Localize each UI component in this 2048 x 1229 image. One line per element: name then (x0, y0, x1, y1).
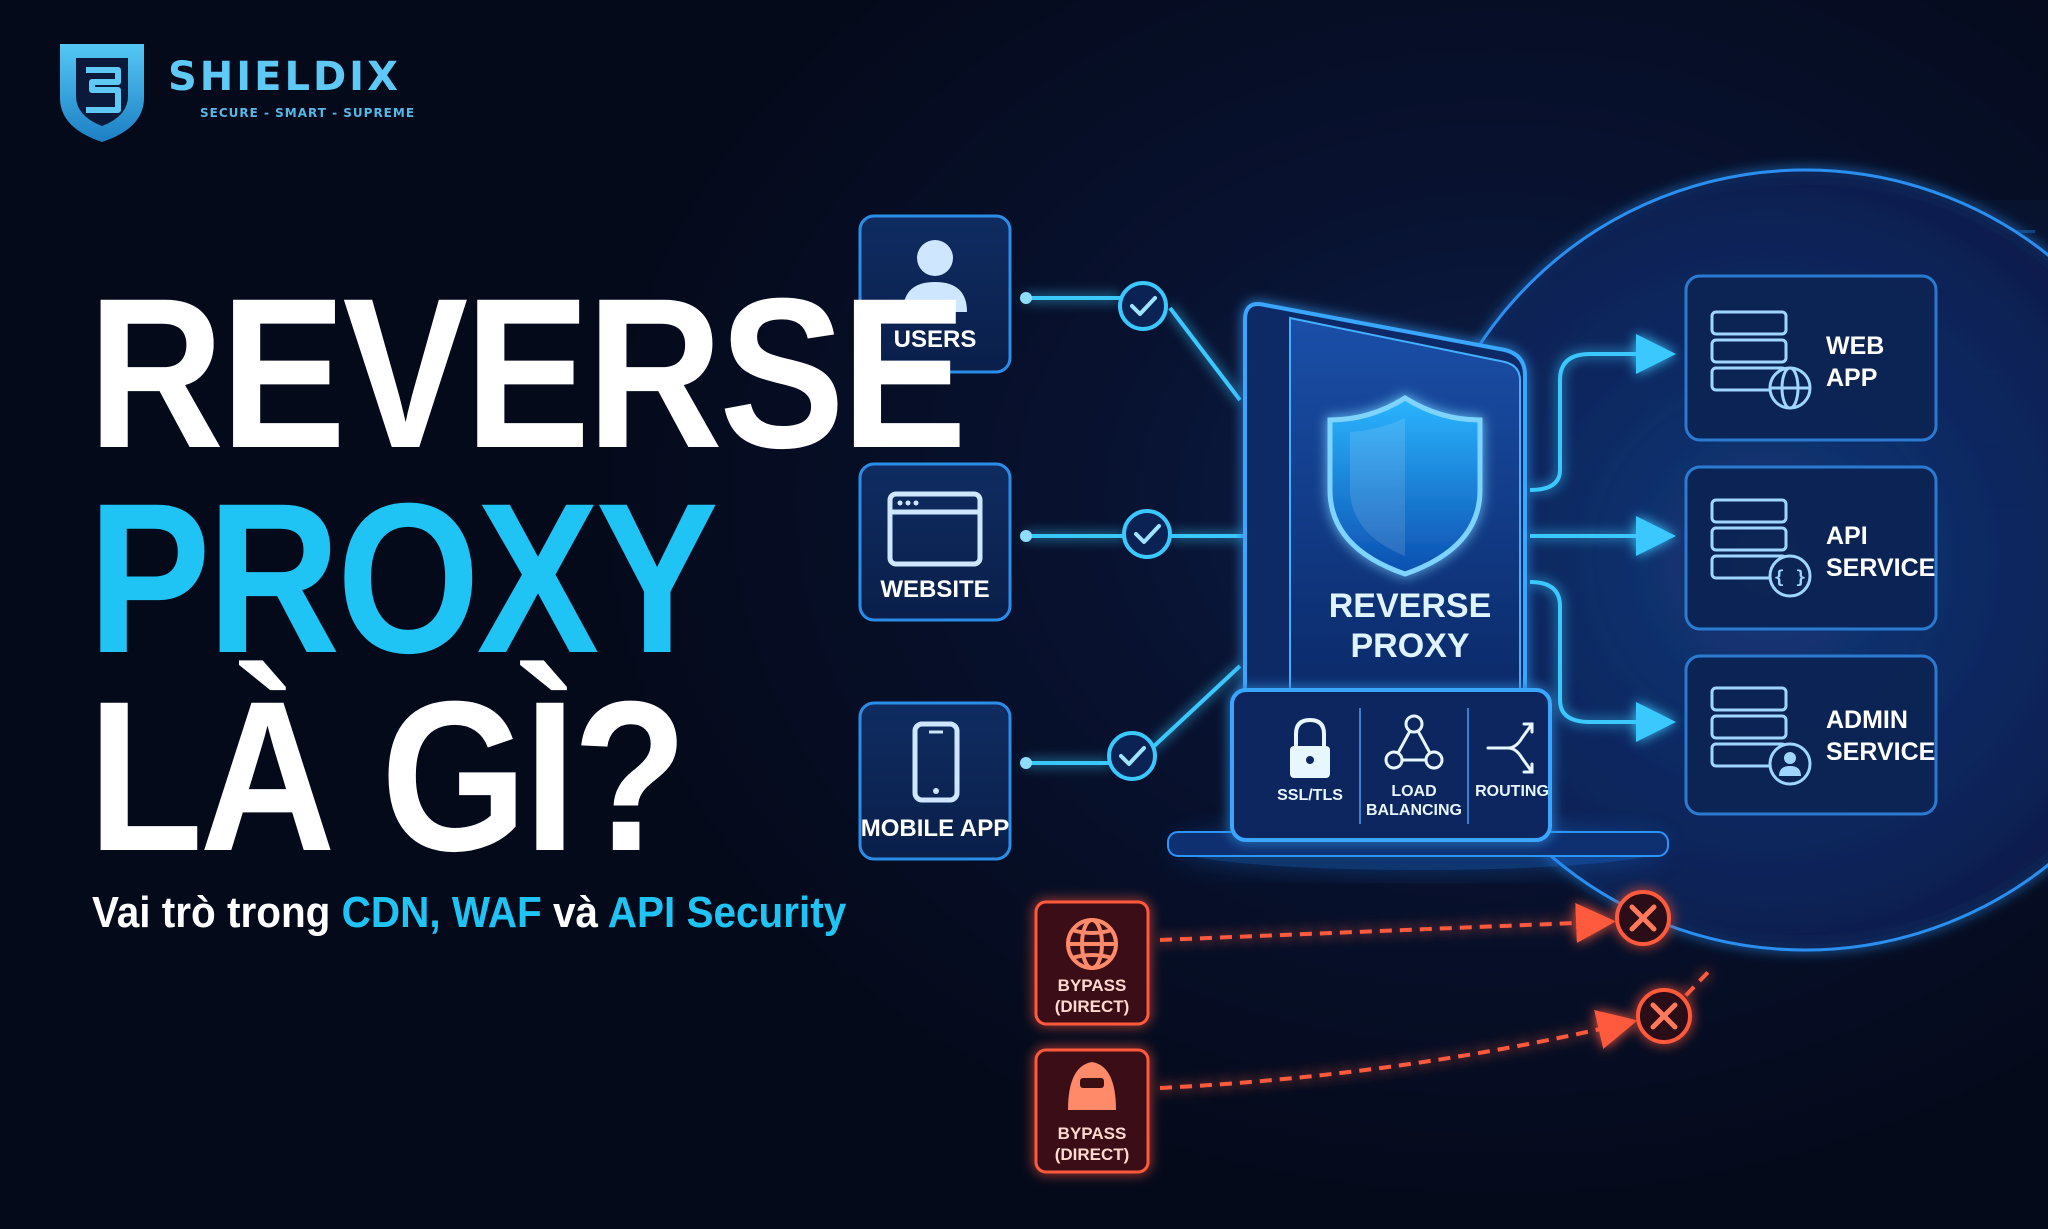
shieldix-logo-icon (60, 44, 144, 142)
lock-icon (1290, 717, 1330, 778)
globe-icon (1066, 918, 1118, 970)
source-card-mobile-app (858, 701, 1012, 861)
check-icon (1107, 281, 1172, 781)
subtitle: Vai trò trong CDN, WAF và API Security (92, 888, 846, 938)
server-label-web-app-line-2: APP (1826, 364, 1878, 392)
server-card-admin-service (1684, 654, 1938, 816)
proxy-label-line-2: PROXY (1350, 627, 1470, 665)
browser-window-icon (887, 491, 983, 567)
bypass-label-1-line-2: (DIRECT) (1054, 997, 1130, 1016)
braces-icon: { } (1768, 554, 1812, 598)
source-label-mobile-app: MOBILE APP (860, 815, 1010, 842)
blocked-connectors (1159, 902, 1714, 1090)
source-label-website: WEBSITE (880, 576, 990, 603)
title-line-3: LÀ GÌ? (88, 657, 688, 896)
admin-user-icon (1768, 742, 1812, 786)
title-line-2: PROXY (88, 459, 719, 698)
svg-text:{ }: { } (1774, 567, 1807, 588)
server-label-web-app: WEB APP (1826, 330, 1884, 394)
subtitle-prefix: Vai trò trong (92, 888, 342, 937)
server-label-api-service-line-1: API (1826, 522, 1868, 550)
server-card-api-service (1684, 465, 1938, 631)
blocked-x-icon (1615, 890, 1692, 1044)
check-marks (1119, 296, 1161, 766)
feature-label-balancing: BALANCING (1366, 802, 1462, 819)
smartphone-icon (912, 721, 960, 803)
brand-tagline: SECURE - SMART - SUPREME (200, 106, 416, 120)
server-label-web-app-line-1: WEB (1826, 332, 1885, 360)
server-card-web-app (1684, 274, 1938, 442)
user-icon (903, 240, 967, 312)
hacker-icon (1068, 1062, 1116, 1110)
brand-name: SHIELDIX (168, 54, 401, 100)
server-stack-icon (1710, 310, 1788, 768)
server-label-admin-service-line-2: SERVICE (1826, 738, 1936, 766)
proxy-label-line-1: REVERSE (1328, 587, 1492, 625)
feature-label-routing: ROUTING (1475, 783, 1549, 800)
server-label-api-service-line-2: SERVICE (1826, 554, 1936, 582)
server-label-api-service: API SERVICE (1826, 520, 1935, 584)
bypass-card-2 (1034, 1048, 1150, 1174)
feature-label-load: LOAD (1391, 783, 1437, 800)
allowed-connectors (1025, 296, 1254, 765)
source-label-users: USERS (893, 326, 977, 353)
subtitle-cdn-waf: CDN, WAF (341, 888, 542, 937)
bypass-label-1-line-1: BYPASS (1057, 976, 1127, 995)
title-line-1: REVERSE (88, 254, 967, 493)
globe-icon (1768, 366, 1812, 410)
subtitle-api-security: API Security (607, 888, 847, 937)
subtitle-mid: và (541, 888, 608, 937)
feature-label-ssl-tls: SSL/TLS (1277, 787, 1343, 804)
server-label-admin-service: ADMIN SERVICE (1826, 704, 1935, 768)
service-connectors (1529, 334, 1676, 742)
shield-icon (1327, 395, 1483, 577)
network-nodes-icon (1384, 714, 1444, 770)
bypass-label-1: BYPASS (DIRECT) (1037, 975, 1147, 1017)
source-card-website (858, 462, 1012, 622)
feature-label-load-balancing: LOAD BALANCING (1364, 782, 1464, 820)
bypass-label-2-line-1: BYPASS (1057, 1124, 1127, 1143)
bypass-card-1 (1034, 900, 1150, 1026)
source-card-users (858, 214, 1012, 374)
bypass-label-2: BYPASS (DIRECT) (1037, 1123, 1147, 1165)
server-label-admin-service-line-1: ADMIN (1826, 706, 1908, 734)
split-arrow-icon (1486, 722, 1534, 774)
bypass-label-2-line-2: (DIRECT) (1054, 1145, 1130, 1164)
